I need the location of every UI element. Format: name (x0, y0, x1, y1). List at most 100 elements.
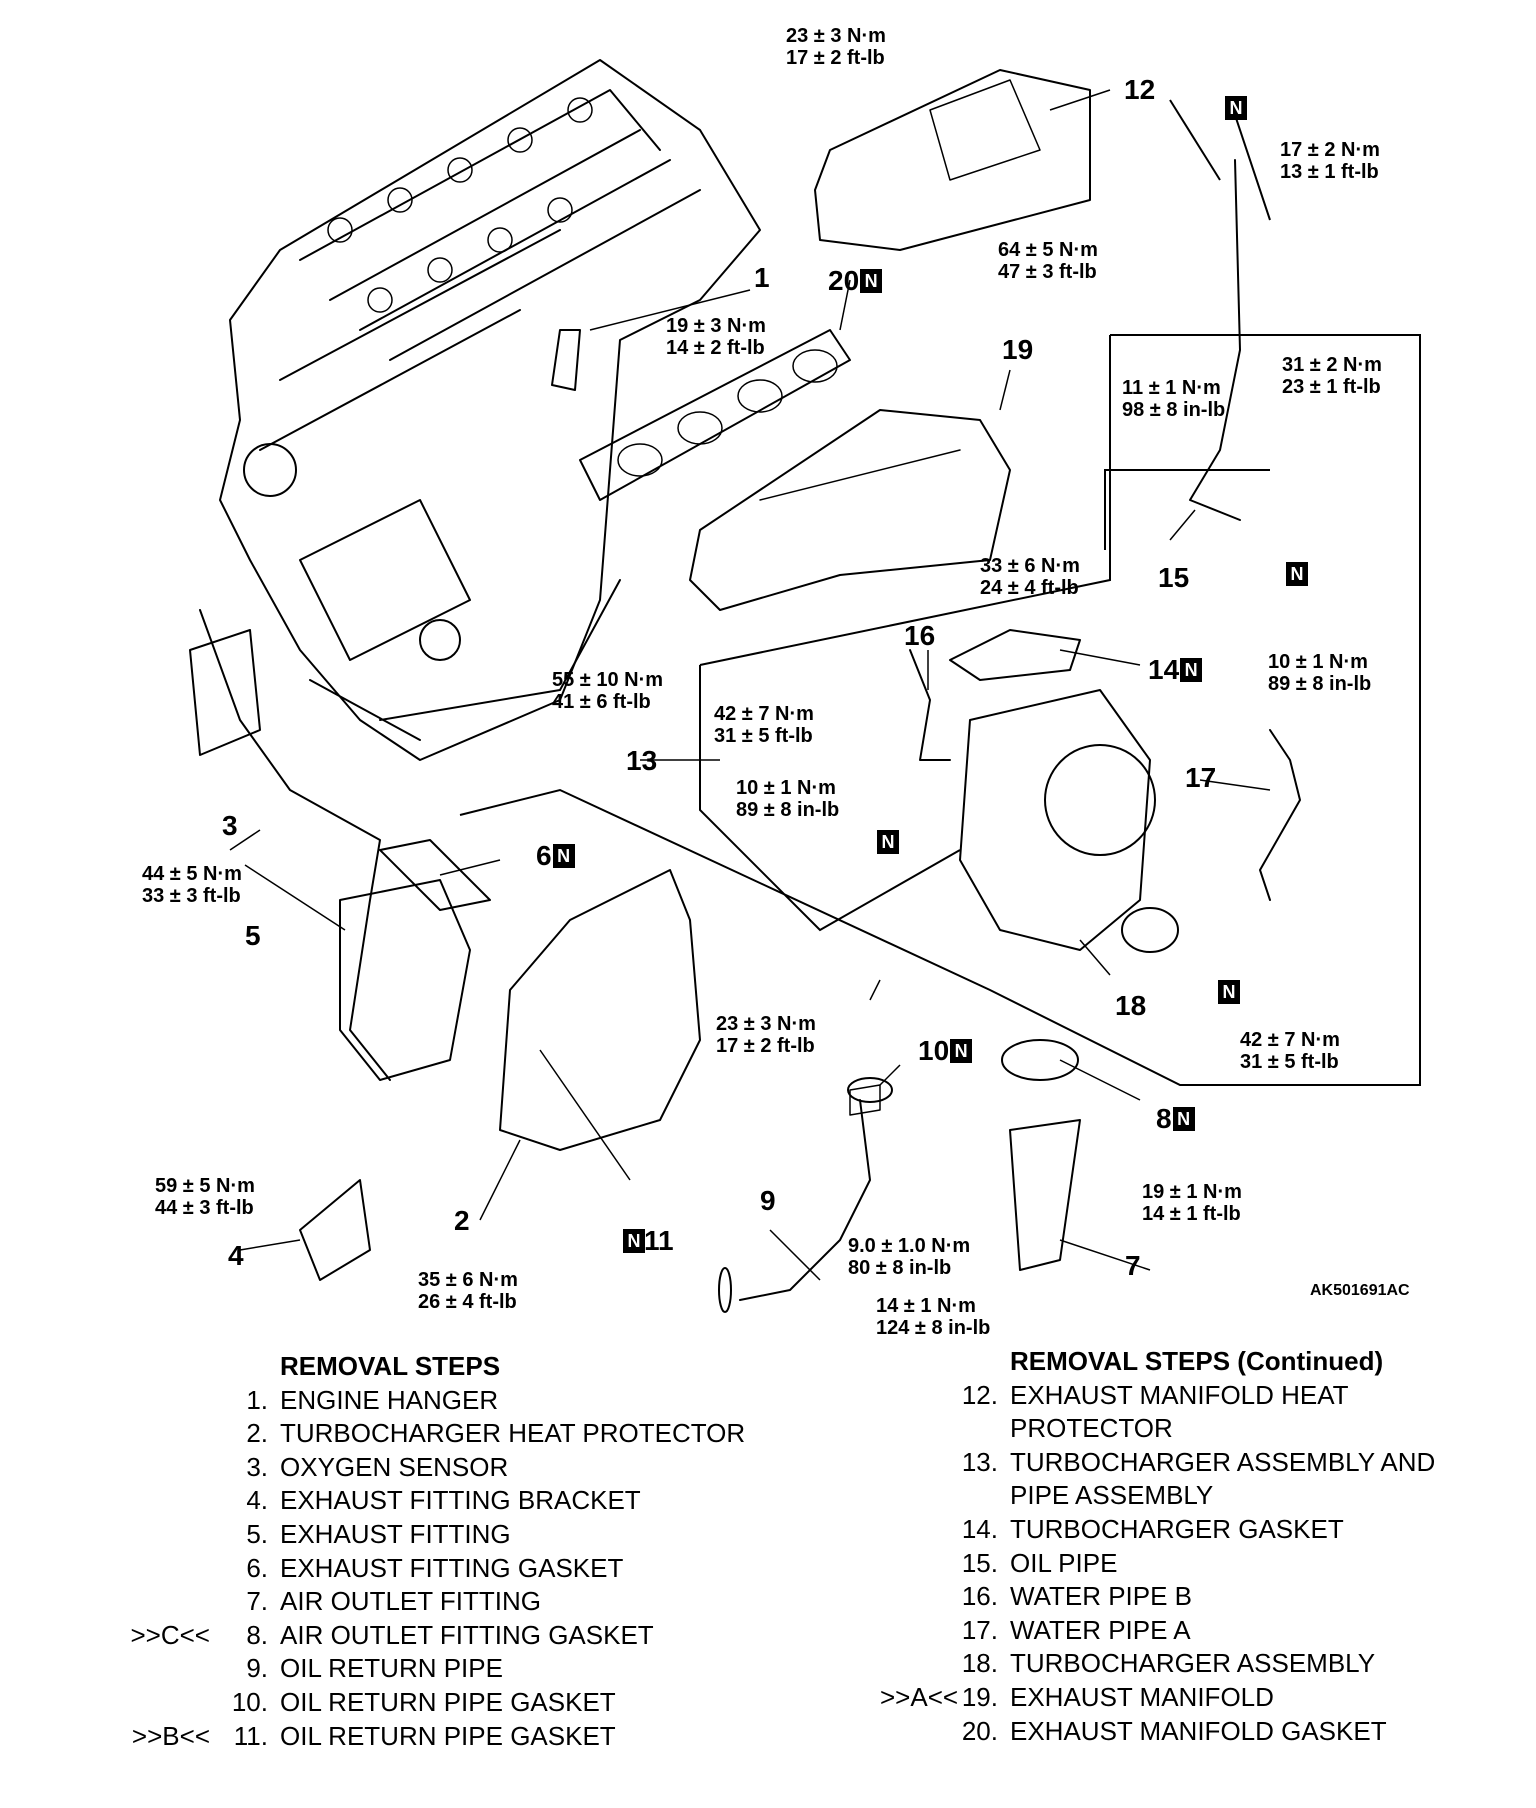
removal-step-item: 17.WATER PIPE A (880, 1614, 1435, 1648)
removal-step-item: PROTECTOR (880, 1412, 1435, 1446)
step-mark (880, 1647, 940, 1681)
step-number: 16. (961, 1581, 998, 1612)
step-mark (880, 1479, 940, 1513)
step-label: TURBOCHARGER ASSEMBLY AND (1010, 1446, 1436, 1477)
step-mark: >>A<< (880, 1681, 959, 1712)
step-number: 1. (246, 1384, 268, 1415)
step-label: TURBOCHARGER GASKET (1010, 1513, 1344, 1544)
step-mark (880, 1446, 940, 1480)
engine-hanger-drawing (551, 329, 581, 391)
step-number: 7. (246, 1586, 268, 1617)
step-label: TURBOCHARGER HEAT PROTECTOR (280, 1418, 746, 1449)
removal-step-item: 6.EXHAUST FITTING GASKET (110, 1552, 745, 1586)
step-number: 4. (246, 1485, 268, 1516)
engine-block-drawing (219, 59, 761, 761)
manifold-gasket-drawing (579, 329, 851, 501)
step-label: ENGINE HANGER (280, 1384, 499, 1415)
callout-2: 2 (454, 1205, 470, 1236)
removal-steps-left: REMOVAL STEPS 1. ENGINE HANGER 2. TURBOCHAR… (110, 1350, 745, 1753)
step-mark: >>C<< (130, 1619, 210, 1650)
step-mark (110, 1484, 210, 1518)
removal-step-item: 1. ENGINE HANGER (110, 1384, 745, 1418)
removal-step-item: 12. EXHAUST MANIFOLD HEAT (880, 1379, 1435, 1413)
water-pipe-b-drawing (909, 649, 951, 761)
step-label: PROTECTOR (1010, 1413, 1173, 1444)
step-mark (880, 1412, 940, 1446)
steps-title-row: REMOVAL STEPS (Continued) (880, 1345, 1435, 1379)
step-label: PIPE ASSEMBLY (1010, 1480, 1214, 1511)
step-number: 12. (961, 1379, 998, 1410)
step-number (940, 1479, 998, 1513)
callout-18: 18 (1115, 990, 1147, 1021)
callout-16: 16 (904, 620, 936, 651)
removal-step-item: 16. WATER PIPE B (880, 1580, 1435, 1614)
step-label: OXYGEN SENSOR (280, 1451, 509, 1482)
step-mark (110, 1417, 210, 1451)
steps-title: REMOVAL STEPS (280, 1351, 501, 1381)
callout-5: 5 (245, 920, 261, 951)
step-mark (110, 1585, 210, 1619)
step-number: 19. (961, 1681, 998, 1712)
step-mark (880, 1513, 940, 1547)
step-number (940, 1412, 998, 1446)
callout-7: 7 (1125, 1250, 1141, 1281)
removal-step-item: 10.OIL RETURN PIPE GASKET (110, 1686, 745, 1720)
water-pipe-a-drawing (1259, 729, 1301, 901)
step-label: WATER PIPE B (1010, 1581, 1193, 1612)
step-mark (110, 1552, 210, 1586)
step-label: OIL RETURN PIPE (280, 1653, 503, 1684)
step-mark (880, 1715, 940, 1749)
step-number: 13. (961, 1446, 998, 1477)
removal-step-item: 20.EXHAUST MANIFOLD GASKET (880, 1715, 1435, 1749)
removal-step-item: 13. TURBOCHARGER ASSEMBLY AND (880, 1446, 1435, 1480)
callout-15: 15 (1158, 562, 1190, 593)
callout-4: 4 (228, 1240, 244, 1271)
step-label: EXHAUST MANIFOLD HEAT (1010, 1379, 1349, 1410)
oil-pipe-drawing (1189, 159, 1241, 521)
step-number: 15. (961, 1547, 998, 1578)
step-mark (110, 1652, 210, 1686)
step-number: 2. (246, 1418, 268, 1449)
step-mark (110, 1451, 210, 1485)
callout-19: 19 (1002, 334, 1034, 365)
step-mark (880, 1580, 940, 1614)
steps-title-row: REMOVAL STEPS (110, 1350, 745, 1384)
removal-steps-right: REMOVAL STEPS (Continued) 12. EXHAUST MAN… (880, 1345, 1435, 1748)
step-label: AIR OUTLET FITTING GASKET (280, 1619, 654, 1650)
step-number: 8. (246, 1619, 268, 1650)
step-mark (110, 1518, 210, 1552)
removal-step-item: >>A<<19.EXHAUST MANIFOLD (880, 1681, 1435, 1715)
manifold-heat-protector-drawing (814, 69, 1091, 251)
air-outlet-fitting-drawing (1009, 1119, 1081, 1271)
removal-step-item: 4.EXHAUST FITTING BRACKET (110, 1484, 745, 1518)
removal-step-item: 14.TURBOCHARGER GASKET (880, 1513, 1435, 1547)
oil-return-gasket-lower-drawing (718, 1267, 732, 1313)
callout-9: 9 (760, 1185, 776, 1216)
turbo-group-outline (459, 334, 1421, 1086)
removal-step-item: 18.TURBOCHARGER ASSEMBLY (880, 1647, 1435, 1681)
callout-3: 3 (222, 810, 238, 841)
removal-step-item: >>B<<11.OIL RETURN PIPE GASKET (110, 1720, 745, 1754)
removal-step-item: PIPE ASSEMBLY (880, 1479, 1435, 1513)
exhaust-fitting-drawing (339, 879, 471, 1081)
removal-step-item: 5.EXHAUST FITTING (110, 1518, 745, 1552)
new-part-marker: N (860, 269, 883, 293)
